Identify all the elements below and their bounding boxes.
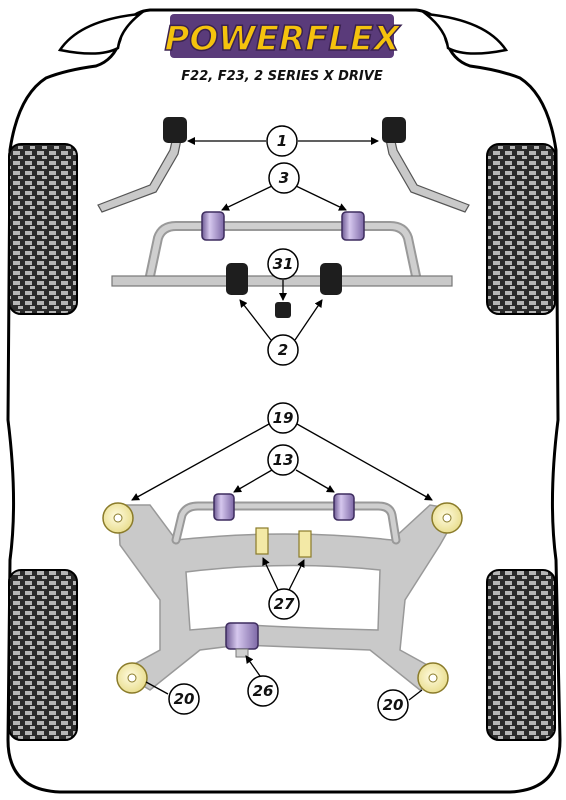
callout-20-left: 20 xyxy=(168,683,200,715)
leader-lines xyxy=(131,137,433,701)
callout-2: 2 xyxy=(267,334,299,366)
car-body-outline xyxy=(6,8,562,794)
svg-text:1: 1 xyxy=(277,132,287,150)
rear-subframe-bush-rear-right xyxy=(417,662,449,694)
front-anti-roll-bar-bush-right xyxy=(341,211,365,241)
svg-text:31: 31 xyxy=(273,255,294,273)
front-anti-roll-bar-bush-left xyxy=(201,211,225,241)
callout-3: 3 xyxy=(268,162,300,194)
callout-13: 13 xyxy=(267,444,299,476)
front-control-arm-bush-left xyxy=(226,263,248,295)
rear-anti-roll-bar-bush-left xyxy=(213,493,235,521)
svg-text:2: 2 xyxy=(278,341,288,359)
left-front-arch xyxy=(57,12,145,55)
svg-text:19: 19 xyxy=(273,409,294,427)
rear-diff-mount xyxy=(225,622,259,650)
powerflex-logo: POWERFLEX xyxy=(164,14,402,60)
svg-text:27: 27 xyxy=(274,595,295,613)
right-front-arch xyxy=(421,12,509,55)
callout-31: 31 xyxy=(267,248,299,280)
vehicle-subtitle: F22, F23, 2 SERIES X DRIVE xyxy=(181,69,383,84)
front-right-tyre xyxy=(486,143,556,315)
svg-text:20: 20 xyxy=(383,696,404,714)
svg-text:20: 20 xyxy=(174,690,195,708)
svg-text:POWERFLEX: POWERFLEX xyxy=(164,19,401,59)
small-bush-31 xyxy=(275,302,291,318)
front-left-drop-link-bush xyxy=(163,117,187,143)
svg-text:13: 13 xyxy=(273,451,294,469)
front-left-tyre xyxy=(8,143,78,315)
callout-20-right: 20 xyxy=(377,689,409,721)
rear-insert-left xyxy=(255,527,269,555)
svg-text:26: 26 xyxy=(253,682,274,700)
callout-27: 27 xyxy=(268,588,300,620)
callout-19: 19 xyxy=(267,402,299,434)
front-right-drop-link-bush xyxy=(382,117,406,143)
callout-26: 26 xyxy=(247,675,279,707)
rear-right-tyre xyxy=(486,569,556,741)
front-control-arm-bush-right xyxy=(320,263,342,295)
rear-subframe-bush-front-left xyxy=(102,502,134,534)
rear-insert-right xyxy=(298,530,312,558)
rear-left-tyre xyxy=(8,569,78,741)
callout-1: 1 xyxy=(266,125,298,157)
rear-subframe-bush-rear-left xyxy=(116,662,148,694)
svg-text:3: 3 xyxy=(279,169,289,187)
rear-anti-roll-bar-bush-right xyxy=(333,493,355,521)
rear-subframe-bush-front-right xyxy=(431,502,463,534)
